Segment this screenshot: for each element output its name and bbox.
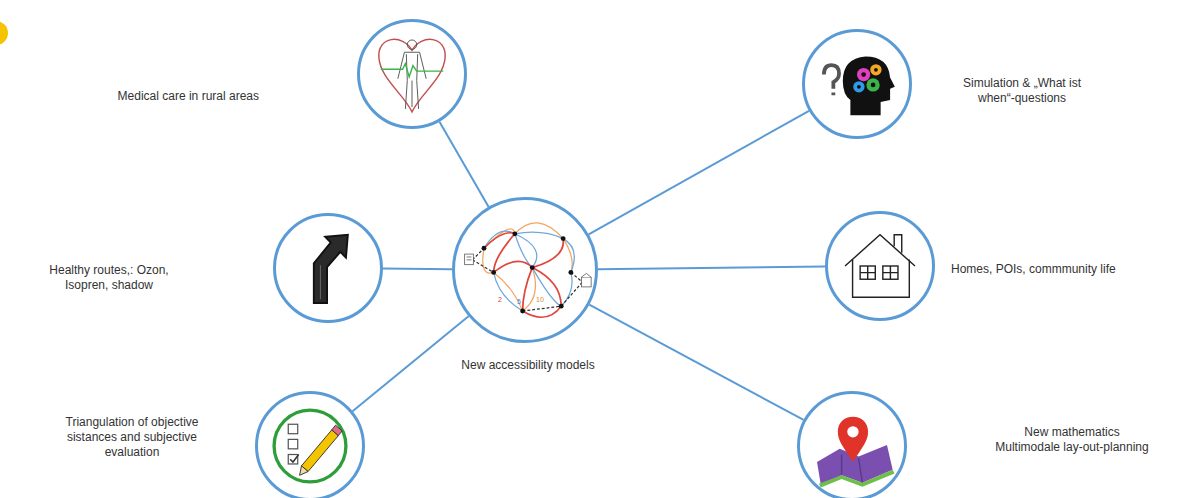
- topic-label: Healthy routes,: Ozon, Isopren, shadow: [43, 263, 175, 293]
- route-arrow-icon: [276, 216, 380, 320]
- connector-line: [589, 305, 803, 420]
- topic-circle: Medical care in rural areas: [357, 19, 467, 129]
- topic-label: Triangulation of objective sistances and…: [53, 415, 211, 460]
- edge-weight: 2: [498, 296, 502, 304]
- topic-label: Medical care in rural areas: [39, 89, 259, 104]
- edge-weight: 10: [536, 296, 544, 304]
- map-pin-icon: [800, 394, 904, 498]
- topic-circle: Simulation & „What ist when“-questions: [802, 29, 912, 139]
- topic-circle: New mathematics Multimodale lay-out-plan…: [797, 391, 907, 498]
- topic-label: Simulation & „What ist when“-questions: [947, 76, 1097, 106]
- corner-mark: [0, 21, 8, 45]
- edge-weight: 5: [517, 298, 521, 306]
- topic-circle: Homes, POIs, commmunity life: [825, 211, 935, 321]
- head-gears-icon: [805, 32, 909, 136]
- house-icon: [828, 214, 932, 318]
- hub-circle: New accessibility models2510: [452, 197, 598, 343]
- checklist-icon: [258, 394, 362, 498]
- topic-label: Homes, POIs, commmunity life: [951, 262, 1151, 277]
- topic-circle: Healthy routes,: Ozon, Isopren, shadow: [273, 213, 383, 323]
- connector-line: [589, 111, 809, 234]
- connector-line: [353, 316, 469, 411]
- connector-line: [383, 268, 452, 271]
- topic-label: New mathematics Multimodale lay-out-plan…: [993, 425, 1151, 455]
- heart-figure-icon: [360, 22, 464, 126]
- network-graph: [455, 200, 595, 340]
- connector-line: [598, 267, 825, 270]
- topic-label: New accessibility models: [428, 358, 628, 373]
- topic-circle: Triangulation of objective sistances and…: [255, 391, 365, 498]
- connector-line: [439, 122, 488, 207]
